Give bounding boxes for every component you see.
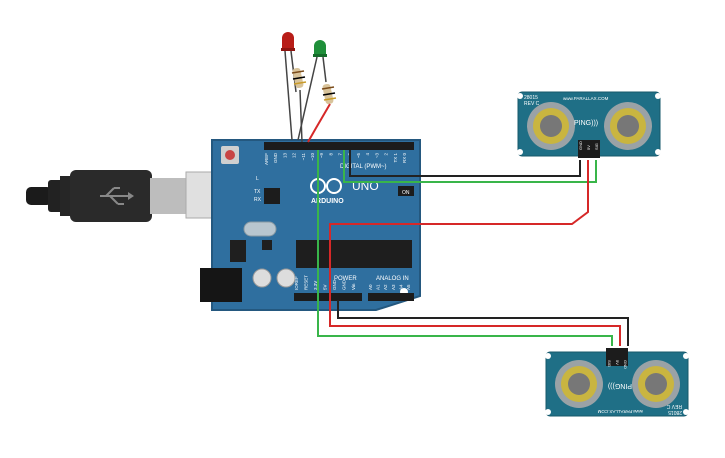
pin-label: ~10 <box>310 153 315 161</box>
wire-green-bottom <box>317 150 613 346</box>
pin-label: A2 <box>383 284 388 290</box>
pin-label: GND <box>273 152 278 163</box>
pin-label: ~9 <box>319 153 324 159</box>
sensor-bottom-url: www.PARALLAX.COM <box>597 409 643 414</box>
power-pin-labels: IOREF RESET 3.3V 5V GND GND Vin <box>294 275 356 290</box>
pin-label: TX 1 <box>393 153 398 163</box>
pin-label: A5 <box>406 284 411 290</box>
analog-label: ANALOG IN <box>376 276 409 282</box>
sensor-bottom-rev: REV C <box>666 403 682 409</box>
pin-label: A3 <box>391 284 396 290</box>
green-led[interactable] <box>297 40 327 141</box>
sensor-bottom-brand: PING))) <box>608 382 632 389</box>
transducer-right <box>604 102 652 150</box>
pin-label: 13 <box>282 153 287 159</box>
on-led-label: ON <box>402 190 410 196</box>
pin-label: 4 <box>365 153 370 156</box>
ping-sensor-bottom[interactable]: 28015 REV C www.PARALLAX.COM PING))) GND… <box>545 348 689 417</box>
wire-red-top <box>329 160 589 300</box>
pin-label: GND <box>578 141 583 150</box>
pin-label: GND <box>332 279 337 290</box>
ping-sensor-top[interactable]: 28015 REV C www.PARALLAX.COM PING))) GND… <box>517 91 661 158</box>
pin-label: GND <box>623 360 628 369</box>
resistor-1 <box>291 67 307 89</box>
pin-label: GND <box>342 279 347 290</box>
sensor-bottom-code: 28015 <box>668 409 682 415</box>
pin-label: SIG <box>594 143 599 150</box>
atmega-chip <box>296 240 412 268</box>
power-jack <box>200 268 242 302</box>
sensor-top-brand: PING))) <box>574 120 598 127</box>
red-led[interactable] <box>281 32 297 141</box>
pin-label: AREF <box>264 153 269 165</box>
pin-label: ~11 <box>301 153 306 161</box>
sensor-top-rev: REV C <box>524 101 540 107</box>
led-l-label: L <box>256 176 259 182</box>
usb-cable <box>26 170 233 222</box>
pin-label: ~3 <box>374 153 379 159</box>
digital-header <box>264 142 414 150</box>
sensor-top-url: www.PARALLAX.COM <box>563 96 609 101</box>
pin-label: 5V <box>615 360 620 365</box>
wire-black-bottom <box>337 300 629 346</box>
pin-label: 8 <box>328 153 333 156</box>
power-label: POWER <box>334 276 357 282</box>
pin-label: IOREF <box>294 276 299 290</box>
crystal <box>243 221 277 237</box>
sensor-top-pins: GND 5V SIG <box>578 141 599 150</box>
pin-label: 5V <box>586 145 591 150</box>
analog-header <box>368 293 414 301</box>
pin-label: RX 0 <box>402 153 407 164</box>
usb-icon <box>100 187 134 205</box>
sensor-top-code: 28015 <box>524 95 538 101</box>
wire-black-top <box>349 150 581 177</box>
transducer-left <box>527 102 575 150</box>
pin-label: RESET <box>304 275 309 290</box>
pin-label: A4 <box>398 284 403 290</box>
arduino-brand-label: ARDUINO <box>311 198 344 205</box>
pin-label: 12 <box>292 153 297 159</box>
led-tx-label: TX <box>254 189 261 195</box>
pin-label: ~5 <box>356 153 361 159</box>
pin-label: SIG <box>607 360 612 367</box>
pin-label: 7 <box>338 153 343 156</box>
pin-label: 5V <box>323 284 328 290</box>
pin-label: 2 <box>384 153 389 156</box>
power-header <box>294 293 362 301</box>
resistor-2 <box>321 83 337 105</box>
transducer-left <box>555 360 603 408</box>
wires <box>317 150 629 346</box>
pin-label: A0 <box>368 284 373 290</box>
transducer-right <box>632 360 680 408</box>
pin-label: 3.3V <box>313 281 318 290</box>
wire-red-bottom <box>329 300 621 346</box>
pin-label: Vin <box>351 283 356 290</box>
digital-label: DIGITAL (PWM~) <box>340 164 387 170</box>
led-rx-label: RX <box>254 197 262 203</box>
pin-label: A1 <box>376 284 381 290</box>
wire-green-top <box>343 150 597 183</box>
